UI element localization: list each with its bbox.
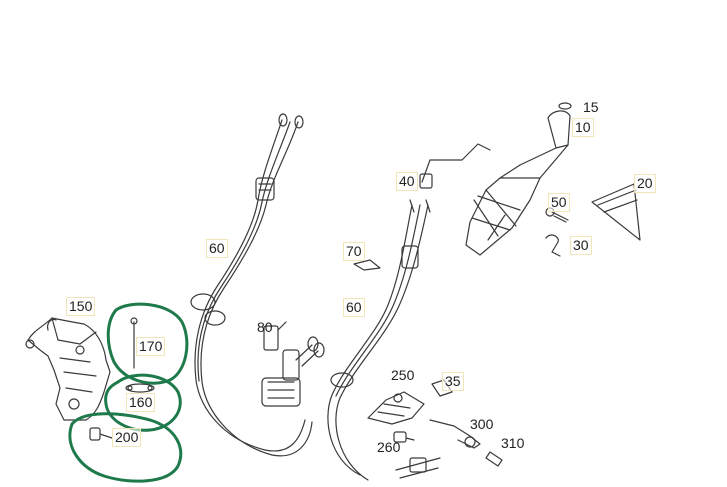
- callout-170: 170: [136, 337, 166, 356]
- callout-10: 10: [572, 118, 594, 137]
- highlight-circle-170: [106, 302, 189, 385]
- bolt-part: [89, 427, 113, 441]
- highlight-annotations: [68, 302, 189, 483]
- callout-60-left: 60: [206, 239, 228, 258]
- callout-40: 40: [396, 172, 418, 191]
- shift-cable-right: [327, 199, 431, 481]
- callout-35: 35: [442, 372, 464, 391]
- connector-part: [263, 321, 287, 351]
- callout-60-right: 60: [343, 298, 365, 317]
- highlight-circle-200: [68, 412, 183, 483]
- wire-rod: [419, 143, 491, 189]
- lower-bracket: [367, 391, 425, 425]
- callout-160: 160: [126, 393, 156, 412]
- callout-15: 15: [583, 99, 599, 115]
- bolt-part-310: [485, 451, 503, 467]
- pin-part: [130, 317, 138, 369]
- pipe-bracket: [429, 419, 481, 449]
- highlight-circle-160: [104, 373, 182, 432]
- callout-310: 310: [501, 435, 525, 451]
- shift-cable-left: [190, 113, 325, 457]
- gear-shifter-assembly: [465, 102, 572, 257]
- bolt-part-260: [393, 431, 415, 443]
- callout-20: 20: [634, 174, 656, 193]
- lower-end-fitting: [395, 457, 441, 479]
- washer-part: [125, 383, 155, 393]
- shift-boot: [591, 183, 641, 241]
- callout-70: 70: [343, 242, 365, 261]
- callout-80: 80: [257, 319, 273, 335]
- callout-300: 300: [470, 416, 494, 432]
- retaining-clip: [353, 259, 381, 271]
- callout-260: 260: [377, 439, 401, 455]
- callout-150: 150: [66, 297, 96, 316]
- callout-200: 200: [112, 428, 142, 447]
- callout-30: 30: [570, 236, 592, 255]
- callout-50: 50: [548, 193, 570, 212]
- transmission-bracket: [25, 317, 111, 421]
- callout-250: 250: [391, 367, 415, 383]
- clip-part-35: [431, 379, 453, 397]
